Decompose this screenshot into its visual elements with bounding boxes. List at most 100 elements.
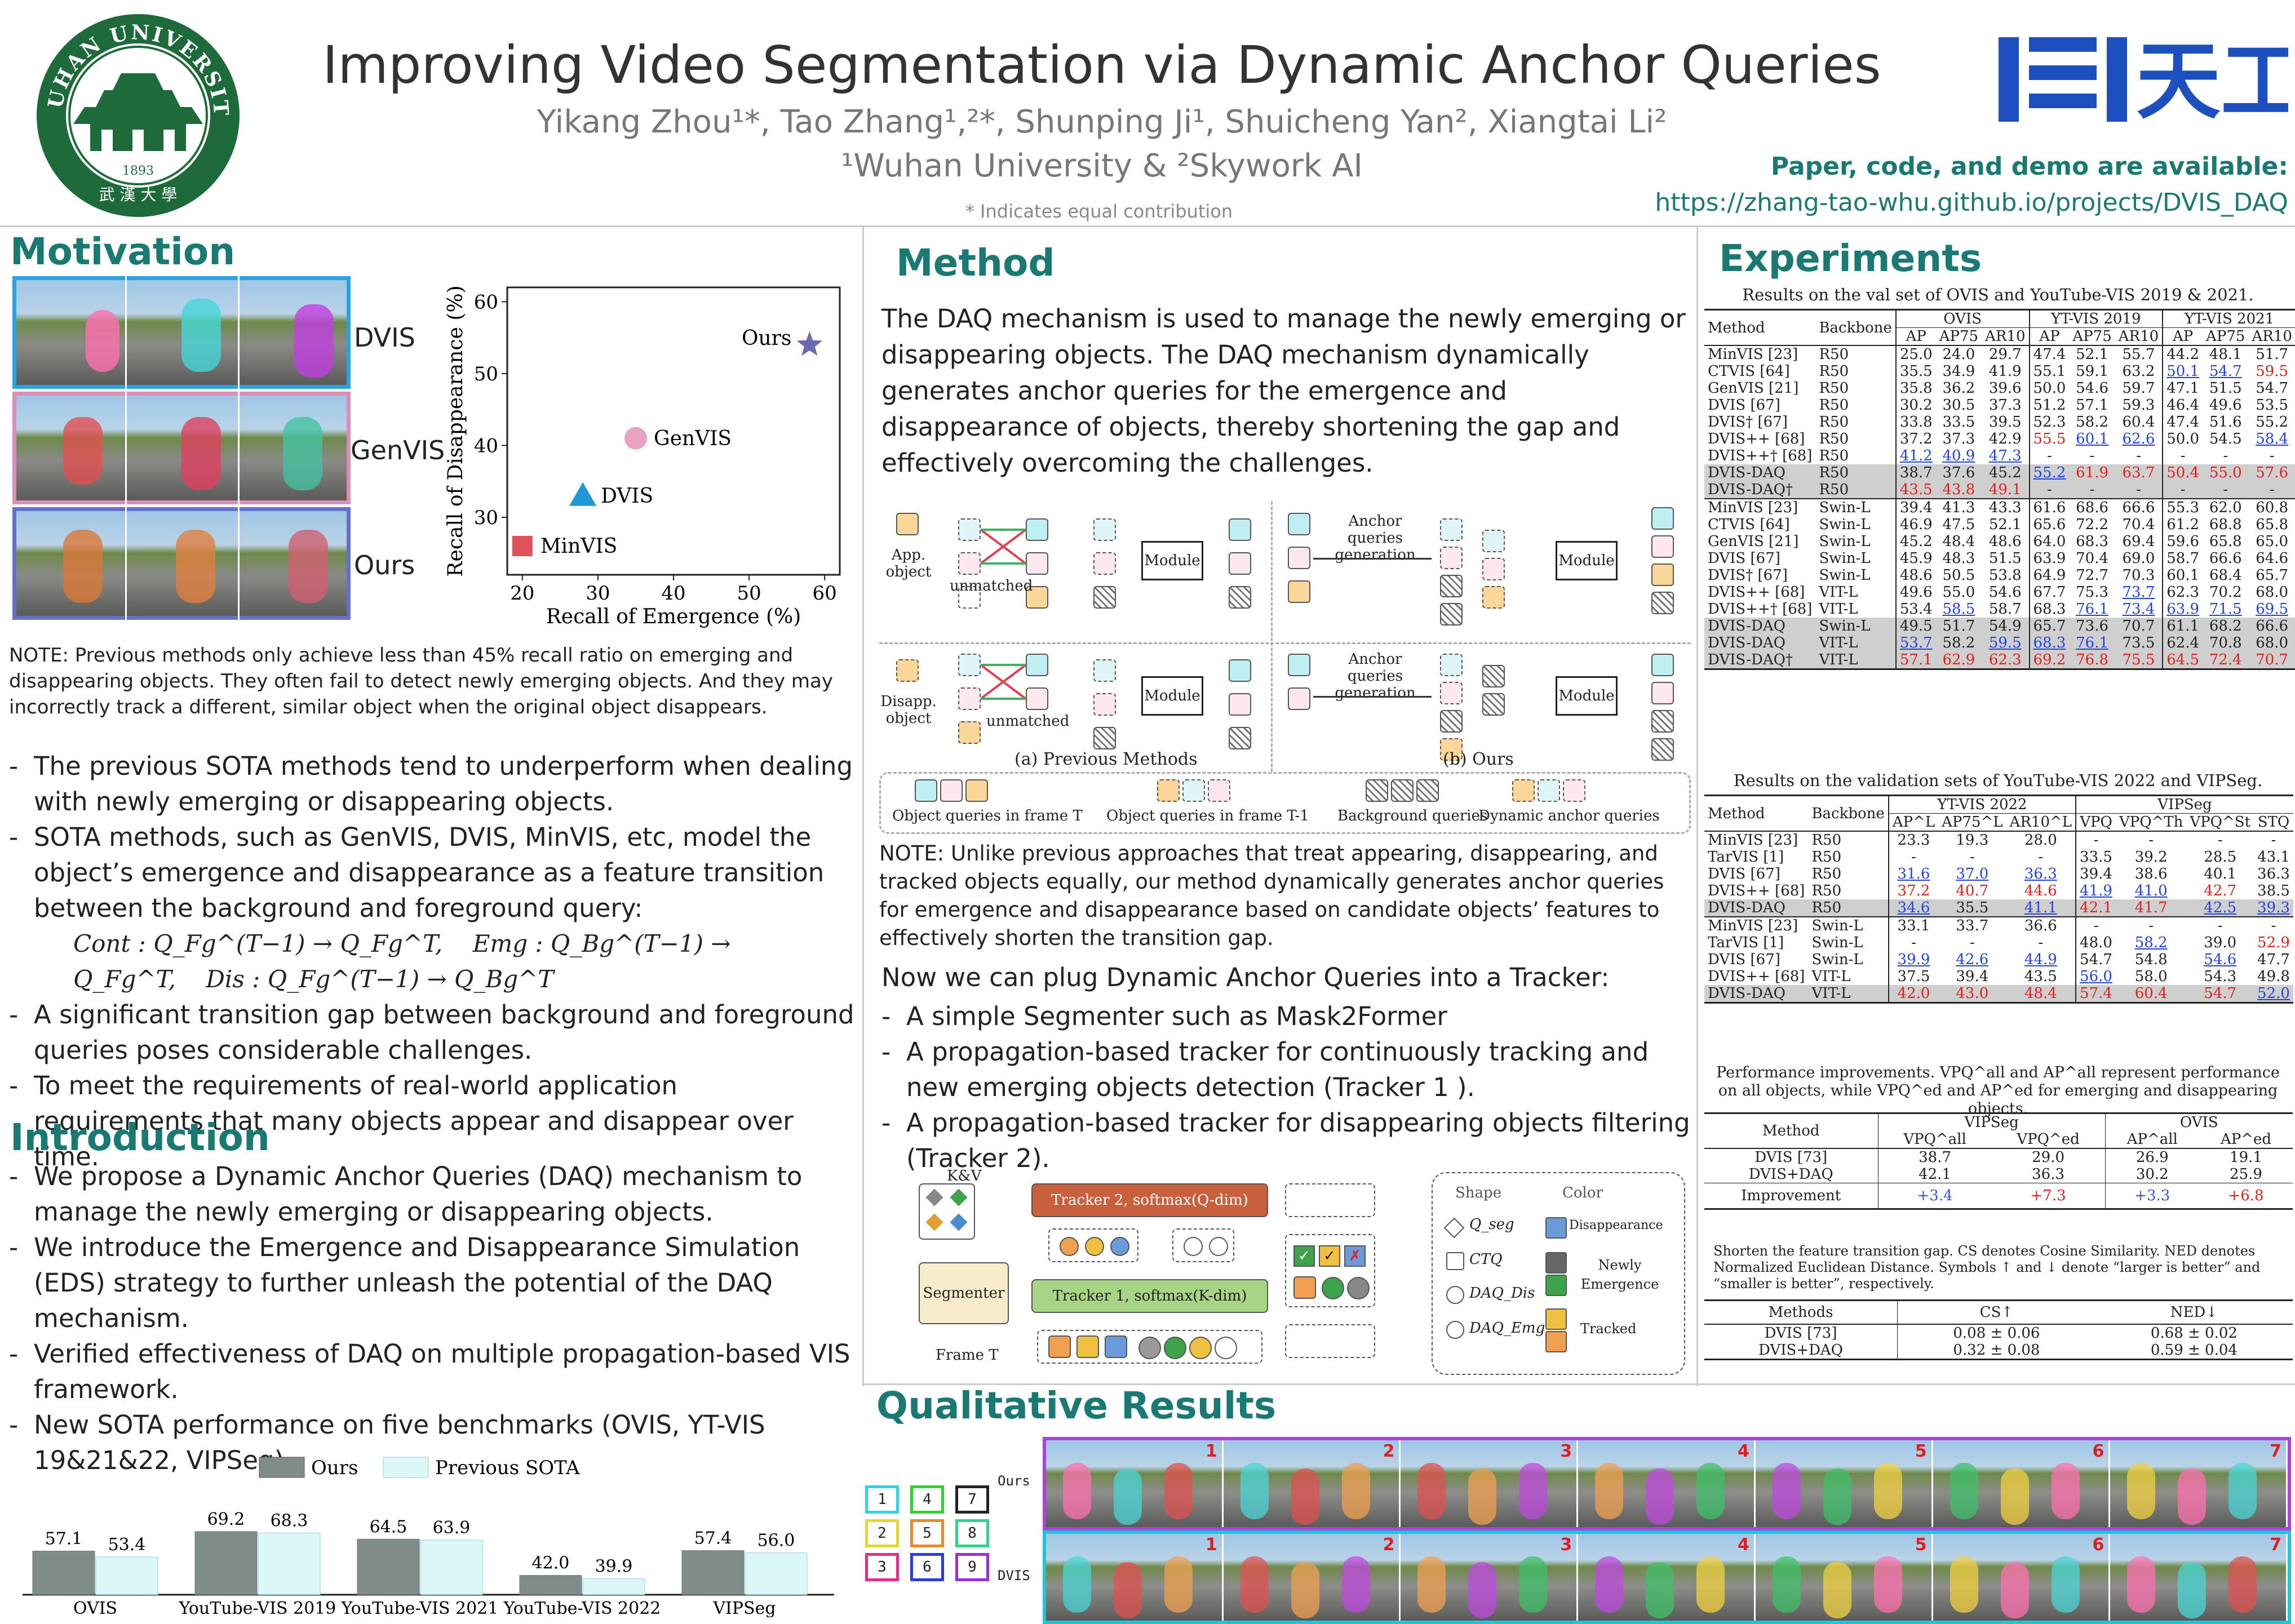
logo-text: 天工 bbox=[2136, 33, 2288, 127]
color-num-6: 6 bbox=[910, 1553, 944, 1581]
motivation-bullets: The previous SOTA methods tend to underp… bbox=[9, 748, 854, 1174]
legend-daqemg: DAQ_Emg bbox=[1469, 1320, 1545, 1337]
color-num-1: 1 bbox=[865, 1485, 899, 1514]
bar-ours bbox=[681, 1550, 745, 1595]
legend-newly: Newly Emergence bbox=[1580, 1257, 1659, 1292]
motivation-bullet: The previous SOTA methods tend to underp… bbox=[9, 748, 854, 819]
color-number-grid: 1 4 7 2 5 8 3 6 9 bbox=[865, 1485, 1000, 1587]
frame-number: 4 bbox=[1738, 1535, 1749, 1555]
t1-subhead: AP bbox=[2172, 328, 2194, 345]
intro-bullet: We introduce the Emergence and Disappear… bbox=[9, 1230, 854, 1336]
t3-group-vipseg: VIPSeg bbox=[1878, 1113, 2106, 1131]
video-frame: 7 bbox=[2110, 1534, 2288, 1621]
t2-head-method: Method bbox=[1704, 795, 1809, 832]
qual-row-dvis: DVIS bbox=[998, 1568, 1030, 1583]
motivation-bullet: To meet the requirements of real-world a… bbox=[9, 1068, 854, 1174]
t2-subhead: VPQ bbox=[2080, 814, 2112, 831]
legend-prev-swatch bbox=[383, 1457, 429, 1478]
bar-value-label: 68.3 bbox=[271, 1511, 308, 1531]
frame-number: 3 bbox=[1560, 1535, 1572, 1555]
transition-formula: Cont : Q_Fg^(T−1) → Q_Fg^T, Emg : Q_Bg^(… bbox=[73, 930, 731, 993]
frame-number: 7 bbox=[2270, 1535, 2282, 1555]
intro-bullet: New SOTA performance on five benchmarks … bbox=[9, 1407, 854, 1478]
poster-title: Improving Video Segmentation via Dynamic… bbox=[322, 35, 1881, 95]
x-tick-label: 40 bbox=[661, 582, 685, 605]
affiliations: ¹Wuhan University & ²Skywork AI bbox=[841, 148, 1363, 184]
motivation-figure-grid bbox=[12, 276, 351, 620]
intro-bullet: Verified effectiveness of DAQ on multipl… bbox=[9, 1336, 854, 1407]
t1-subhead: AP75 bbox=[1939, 328, 1979, 345]
point-dvis-label: DVIS bbox=[601, 485, 653, 508]
bar-value-label: 63.9 bbox=[433, 1518, 471, 1538]
t4-head-methods: Methods bbox=[1704, 1300, 1898, 1324]
motivation-title: Motivation bbox=[10, 230, 236, 273]
t1-group-ovis: OVIS bbox=[1895, 309, 2030, 328]
column-divider-left bbox=[862, 225, 864, 1386]
table4-caption: Shorten the feature transition gap. CS d… bbox=[1713, 1243, 2261, 1292]
y-tick-label: 40 bbox=[474, 435, 498, 458]
code-url[interactable]: https://zhang-tao-whu.github.io/projects… bbox=[1655, 188, 2288, 217]
t2-subhead: AP^L bbox=[1892, 814, 1935, 831]
point-dvis bbox=[569, 482, 597, 506]
plug-bullets: A simple Segmenter such as Mask2Former A… bbox=[881, 999, 1693, 1176]
video-frame: 4 bbox=[1578, 1440, 1756, 1527]
t2-subhead: VPQ^St bbox=[2190, 814, 2251, 831]
video-frame: 5 bbox=[1755, 1534, 1933, 1621]
bar-previous bbox=[95, 1556, 158, 1595]
bar-previous bbox=[420, 1539, 483, 1595]
t3-head-vpq-all: VPQ^all bbox=[1903, 1131, 1966, 1148]
t1-subhead: AP bbox=[2039, 328, 2060, 345]
y-tick-label: 50 bbox=[474, 363, 498, 385]
skywork-logo: 天工 bbox=[1995, 32, 2295, 131]
qualitative-title: Qualitative Results bbox=[876, 1384, 1277, 1427]
anchor-generation-label: Anchor queries generation bbox=[1335, 513, 1416, 563]
x-tick-label: 30 bbox=[586, 582, 610, 605]
bar-ours bbox=[519, 1575, 582, 1595]
legend-prev: Previous SOTA bbox=[435, 1457, 580, 1479]
t1-subhead: AP75 bbox=[2206, 328, 2245, 345]
t2-group-vipseg: VIPSeg bbox=[2076, 795, 2293, 814]
equal-contribution: * Indicates equal contribution bbox=[965, 201, 1233, 222]
t3-head-ap-all: AP^all bbox=[2126, 1131, 2178, 1148]
anchor-generation-label: Anchor queries generation bbox=[1335, 651, 1416, 702]
t1-subhead: AR10 bbox=[2115, 327, 2164, 345]
video-frame: 4 bbox=[1578, 1534, 1756, 1621]
table-improvement: Method VIPSeg OVIS VPQ^all VPQ^ed AP^all… bbox=[1704, 1112, 2293, 1210]
category-label: YouTube-VIS 2022 bbox=[503, 1599, 661, 1617]
frame-label: Frame T bbox=[936, 1347, 999, 1364]
category-label: YouTube-VIS 2019 bbox=[179, 1599, 336, 1617]
table-ovis-ytvis: Method Backbone OVIS YT-VIS 2019 YT-VIS … bbox=[1704, 309, 2295, 670]
improvement-row: Improvement +3.4 +7.3 +3.3 +6.8 bbox=[1704, 1183, 2293, 1209]
t4-head-ned: NED↓ bbox=[2170, 1304, 2218, 1321]
authors: Yikang Zhou¹*, Tao Zhang¹,²*, Shunping J… bbox=[537, 104, 1667, 140]
frame-number: 7 bbox=[2270, 1441, 2282, 1461]
introduction-bullets: We propose a Dynamic Anchor Queries (DAQ… bbox=[9, 1159, 854, 1478]
t4-head-cs: CS↑ bbox=[1979, 1304, 2014, 1321]
method-intro: The DAQ mechanism is used to manage the … bbox=[881, 304, 1686, 478]
bar-value-label: 57.1 bbox=[45, 1529, 83, 1549]
x-axis-label: Recall of Emergence (%) bbox=[546, 605, 801, 628]
table-row: DVIS [73] 38.7 29.0 26.9 19.1 bbox=[1704, 1148, 2293, 1166]
bar-value-label: 64.5 bbox=[370, 1517, 407, 1537]
previous-methods-caption: (a) Previous Methods bbox=[1014, 749, 1198, 769]
module-label: Module bbox=[1558, 552, 1615, 569]
y-axis-label: Recall of Disappearance (%) bbox=[444, 285, 467, 576]
t2-subhead: AP75^L bbox=[1942, 814, 2003, 831]
x-tick-label: 50 bbox=[737, 582, 761, 605]
video-frame: 3 bbox=[1401, 1534, 1579, 1621]
category-label: YouTube-VIS 2021 bbox=[341, 1599, 499, 1617]
t1-group-yt21: YT-VIS 2021 bbox=[2163, 309, 2295, 328]
t1-head-backbone: Backbone bbox=[1815, 309, 1897, 346]
y-tick-label: 30 bbox=[474, 507, 498, 529]
